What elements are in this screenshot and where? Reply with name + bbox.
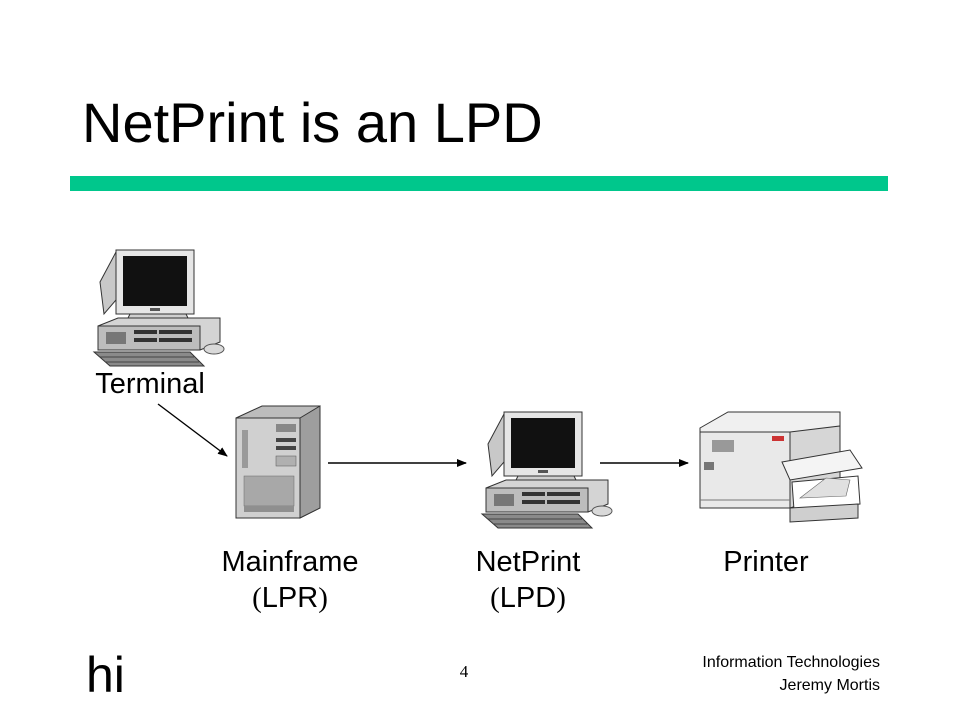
netprint-label: NetPrint (LPD) xyxy=(428,544,628,616)
terminal-computer-icon xyxy=(93,249,225,367)
page-number: 4 xyxy=(459,662,469,681)
slide-title: NetPrint is an LPD xyxy=(82,91,543,154)
netprint-role: (LPD) xyxy=(490,582,566,614)
netprint-computer-icon xyxy=(481,411,613,529)
footer-organization: Information Technologies xyxy=(702,654,880,671)
printer-label: Printer xyxy=(723,546,809,578)
title-underline-bar xyxy=(70,176,888,191)
netprint-name: NetPrint xyxy=(475,546,581,578)
mainframe-server-icon xyxy=(235,405,321,519)
mainframe-role: (LPR) xyxy=(252,582,328,614)
footer-credits: Information Technologies Jeremy Mortis xyxy=(600,651,880,697)
terminal-label: Terminal xyxy=(95,368,205,400)
footer-author: Jeremy Mortis xyxy=(779,677,880,694)
mainframe-label: Mainframe (LPR) xyxy=(190,544,390,616)
footer-logo: hi xyxy=(86,647,125,703)
mainframe-name: Mainframe xyxy=(221,546,359,578)
arrow-terminal-to-mainframe xyxy=(157,403,228,457)
printer-icon xyxy=(699,411,863,523)
